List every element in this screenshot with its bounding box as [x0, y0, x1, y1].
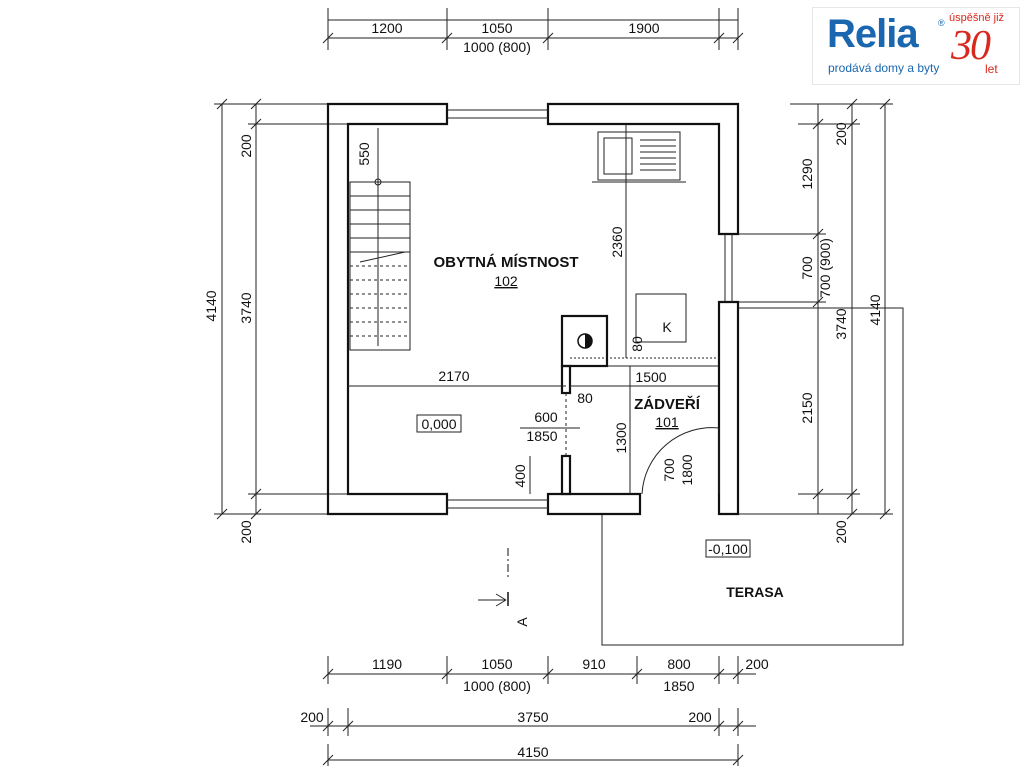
dim-left-inner: 3740: [238, 292, 254, 323]
dim-bottom-d: 800: [667, 656, 691, 672]
bottom-dimension-chain: 1190 1050 910 800 200 1000 (800) 1850 20…: [300, 656, 769, 766]
dim-right-bottom: 200: [833, 520, 849, 544]
dim-right-r2b: 700 (900): [817, 238, 833, 298]
dim-partition-a: 80: [629, 336, 645, 352]
section-label: A: [514, 617, 530, 627]
hall-number: 101: [655, 414, 679, 430]
dim-left-total: 4140: [203, 290, 219, 321]
dim-bottom-window: 1000 (800): [463, 678, 531, 694]
staircase: 550: [349, 128, 411, 351]
dim-width-living: 2170: [438, 368, 469, 384]
dim-bottom-total: 4150: [517, 744, 548, 760]
dim-hall-1800: 1800: [679, 454, 695, 485]
dim-bottom-door: 1850: [663, 678, 694, 694]
dim-top-b: 1050: [481, 20, 512, 36]
logo-anniversary-suffix: let: [985, 62, 998, 76]
dim-bottom-c: 910: [582, 656, 606, 672]
dim-bottom-b: 1050: [481, 656, 512, 672]
room-labels: OBYTNÁ MÍSTNOST 102 ZÁDVEŘÍ 101 0,000: [416, 254, 701, 433]
dim-stair: 550: [356, 142, 372, 166]
hall-name: ZÁDVEŘÍ: [634, 395, 701, 413]
right-dimension-chain: 1290 700 700 (900) 2150 200 3740 200 414…: [738, 98, 893, 544]
top-dimension-chain: 1200 1050 1900 1000 (800): [322, 8, 744, 55]
logo-anniversary-prefix: úspěšně již: [949, 12, 1005, 24]
logo-brand: Relia: [827, 12, 919, 56]
dim-bottom2-mid: 3750: [517, 709, 548, 725]
floor-level: 0,000: [421, 416, 456, 432]
kitchen-sink: [592, 131, 686, 183]
stove: K: [560, 293, 687, 368]
logo-tagline: prodává domy a byty: [828, 61, 940, 75]
relia-logo: Relia ® prodává domy a byty úspěšně již …: [812, 7, 1020, 85]
dim-door-600: 600: [534, 409, 558, 425]
floor-level-box: [416, 414, 462, 433]
living-room-name: OBYTNÁ MÍSTNOST: [434, 254, 579, 271]
dim-top-c: 1900: [628, 20, 659, 36]
dim-right-r2: 700: [799, 256, 815, 280]
dim-left-bottom: 200: [238, 520, 254, 544]
dim-bottom2-right: 200: [688, 709, 712, 725]
left-dimension-chain: 4140 3740 200 200: [203, 98, 348, 544]
dim-right-inner: 3740: [833, 308, 849, 339]
dim-width-hall: 1500: [635, 369, 666, 385]
exterior-walls: [326, 102, 740, 516]
dim-top-window: 1000 (800): [463, 39, 531, 55]
terrace: TERASA -0,100: [601, 307, 904, 646]
terrace-level-box: [705, 539, 751, 558]
dim-left-top: 200: [238, 134, 254, 158]
entry-door: [641, 427, 720, 495]
dim-partition-b: 80: [577, 390, 593, 406]
interior-dimensions: 2170 1500 2360 80 80 600 1850 400 1300 7…: [348, 124, 719, 494]
dim-right-r1: 1290: [799, 158, 815, 189]
logo-registered: ®: [938, 18, 945, 28]
dim-bottom-a: 1190: [372, 656, 402, 672]
living-room-number: 102: [494, 273, 518, 289]
dim-top-a: 1200: [371, 20, 402, 36]
dim-bottom-e: 200: [745, 656, 769, 672]
dim-door-400: 400: [512, 464, 528, 488]
stove-label: K: [662, 319, 672, 335]
dim-bottom2-left: 200: [300, 709, 324, 725]
terrace-level: -0,100: [708, 541, 748, 557]
dim-right-r3: 2150: [799, 392, 815, 423]
dim-hall-1300: 1300: [613, 422, 629, 453]
dim-right-total: 4140: [867, 294, 883, 325]
dim-hall-700: 700: [661, 458, 677, 482]
dim-right-top: 200: [833, 122, 849, 146]
logo-anniversary-number: 30: [951, 23, 991, 69]
terrace-name: TERASA: [726, 584, 784, 600]
section-marker: A: [478, 548, 530, 627]
dim-kitchen-depth: 2360: [609, 226, 625, 257]
dim-door-1850: 1850: [526, 428, 557, 444]
